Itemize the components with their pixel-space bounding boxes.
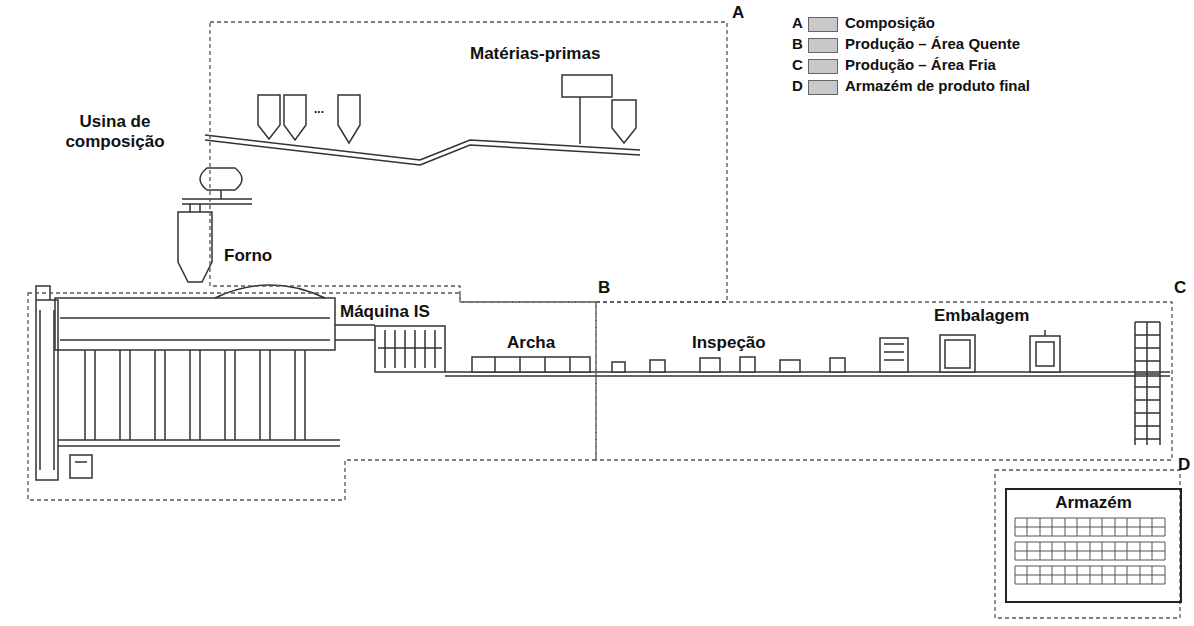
is-machine-symbol [375,326,445,372]
part-label: Inspeção [690,333,768,353]
mixer-symbol [200,168,242,190]
dashed-outline [995,470,1180,618]
legend-letter: B [792,35,803,52]
region-shape [28,293,596,500]
lehr-symbol [472,357,590,372]
legend-swatch [808,17,838,32]
box-label: Armazém [1007,493,1180,513]
inspection-machine [880,338,908,372]
region-outline: A [210,22,727,302]
storage-box: Armazém [1005,488,1182,603]
legend-text: Armazém de produto final [845,77,1030,94]
hopper-symbol [562,75,612,97]
part-label: Usina de composição [58,112,172,151]
region-letter: D [1178,455,1190,475]
region-outline: DArmazém [995,470,1180,618]
furnace-crown [215,285,325,298]
wrapper-symbol [1030,330,1060,372]
legend-swatch [808,59,838,74]
part-label: Máquina IS [338,302,432,322]
inspection-machines [612,357,845,372]
region-letter: C [1174,278,1186,298]
legend-text: Produção – Área Fria [845,56,996,73]
warehouse-shelving [1015,518,1165,584]
legend-text: Produção – Área Quente [845,35,1020,52]
region-shape [596,302,1172,460]
legend-swatch [808,38,838,53]
batch-charger [178,212,212,282]
region-letter: B [598,278,610,298]
dashed-outline [210,22,727,302]
part-label: Forno [222,246,274,266]
legend-swatch [808,80,838,95]
hopper-spout [579,97,581,144]
burner-symbol [70,455,92,478]
furnace-pillars [58,350,340,446]
region-outline: C [596,302,1172,460]
part-label: Embalagem [932,306,1031,326]
legend-letter: A [792,14,803,31]
furnace-body [55,298,335,350]
regenerator-block [36,286,58,480]
legend-letter: C [792,56,803,73]
pallet-rack [1135,322,1160,445]
is-machine-sections [378,330,442,368]
part-label: ... [312,103,326,117]
region-shape [995,470,1180,618]
part-label: Matérias-primas [468,44,602,64]
legend-text: Composição [845,14,935,31]
region-shape [210,22,727,302]
silo-symbol [258,95,636,143]
dashed-outline [596,302,1172,460]
dashed-outline [28,293,596,500]
lehr-sections [495,357,570,372]
legend-letter: D [792,77,803,94]
batch-pipe [182,190,252,212]
region-outline: B [28,293,596,500]
part-label: Archa [505,333,557,353]
region-letter: A [732,3,744,23]
palletizer-symbol [940,335,975,372]
feeder-symbol [335,325,375,340]
raw-material-conveyor [205,135,640,165]
